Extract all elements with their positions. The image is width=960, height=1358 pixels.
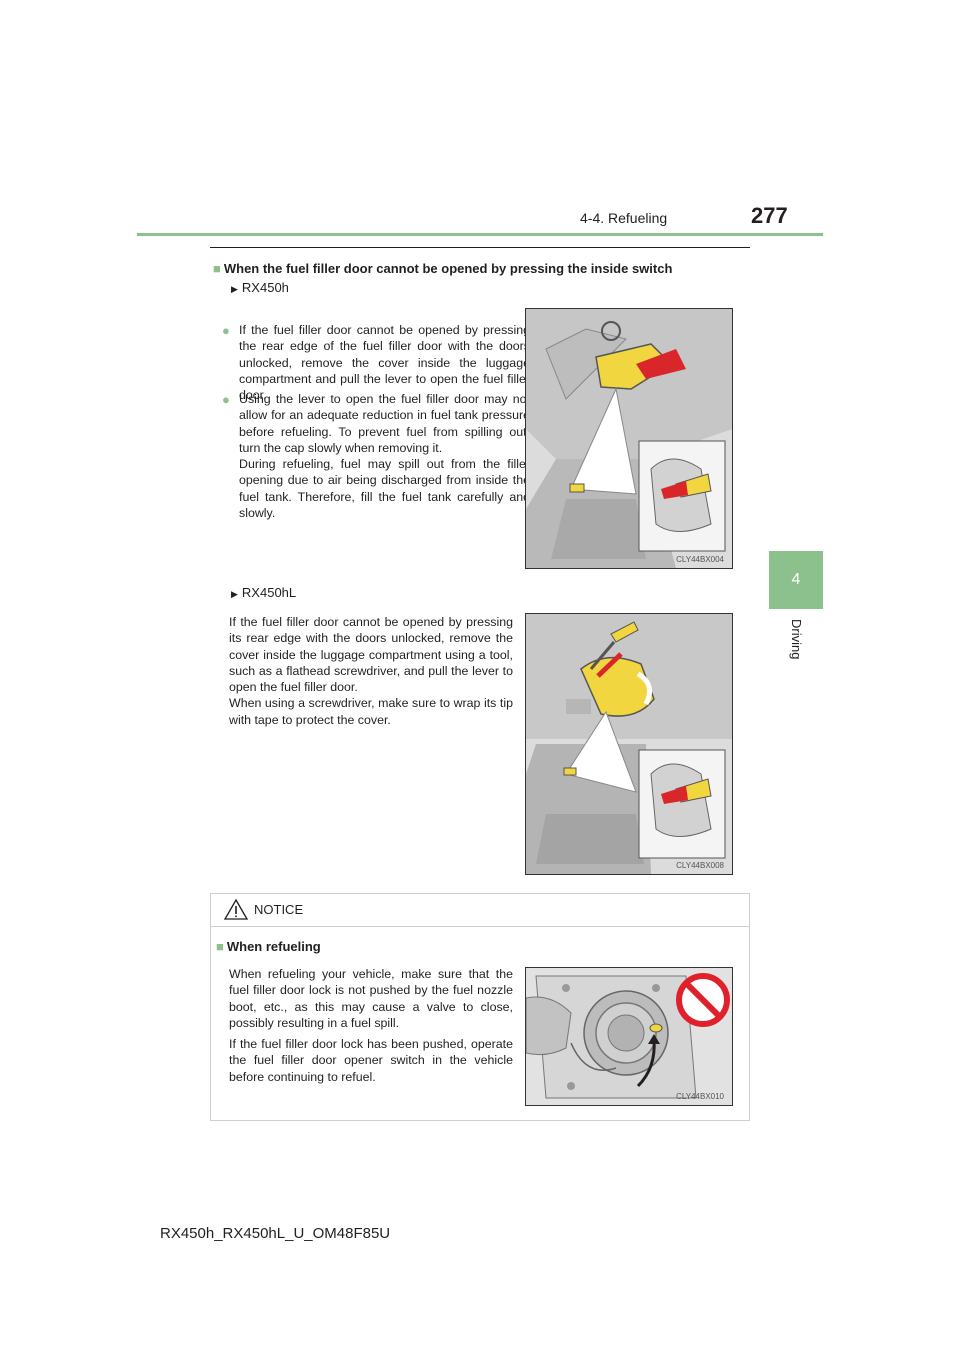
model-label-text: RX450h — [241, 280, 289, 295]
bullet-text: Using the lever to open the fuel filler … — [239, 392, 530, 455]
square-bullet-icon: ■ — [213, 261, 221, 276]
paragraph-text: When using a screwdriver, make sure to w… — [229, 696, 513, 727]
section-rule — [210, 247, 750, 248]
fuel-filler-door-illustration — [526, 968, 732, 1105]
subheading-text: When the fuel filler door cannot be open… — [223, 261, 673, 276]
figure-code: CLY44BX004 — [676, 555, 724, 564]
figure-code: CLY44BX010 — [676, 1092, 724, 1101]
triangle-marker-icon: ▶ — [231, 589, 238, 599]
circle-bullet-icon: ● — [222, 392, 230, 407]
paragraph-text: If the fuel filler door cannot be opened… — [229, 615, 513, 695]
square-bullet-icon: ■ — [216, 939, 224, 954]
model-label-rx450h: ▶RX450h — [231, 280, 289, 295]
bullet-text: If the fuel filler door cannot be opened… — [239, 323, 530, 403]
page-number: 277 — [751, 203, 788, 228]
notice-subheading: ■When refueling — [216, 939, 321, 954]
section-title: 4-4. Refueling — [580, 210, 668, 226]
model-label-rx450hl: ▶RX450hL — [231, 585, 296, 600]
section-subheading: ■When the fuel filler door cannot be ope… — [213, 261, 672, 276]
notice-paragraph: If the fuel filler door lock has been pu… — [229, 1037, 513, 1084]
model-label-text: RX450hL — [241, 585, 297, 600]
luggage-cover-screwdriver-illustration — [526, 614, 732, 874]
rx450hl-instructions: If the fuel filler door cannot be opened… — [229, 614, 513, 728]
chapter-label: Driving — [788, 619, 804, 679]
luggage-compartment-illustration — [526, 309, 732, 568]
notice-title: NOTICE — [254, 902, 304, 917]
document-footer: RX450h_RX450hL_U_OM48F85U — [160, 1225, 391, 1242]
notice-box — [210, 893, 750, 1121]
figure-luggage-lever-rx450hl: CLY44BX008 — [525, 613, 733, 875]
figure-luggage-lever-rx450h: CLY44BX004 — [525, 308, 733, 569]
bullet-item: ● Using the lever to open the fuel fille… — [222, 391, 530, 521]
bullet-item: ● If the fuel filler door cannot be open… — [222, 322, 530, 403]
warning-triangle-icon — [224, 898, 248, 920]
bullet-text-continued: During refueling, fuel may spill out fro… — [239, 457, 530, 521]
chapter-number: 4 — [791, 571, 801, 588]
notice-subheading-text: When refueling — [226, 939, 321, 954]
figure-code: CLY44BX008 — [676, 861, 724, 870]
figure-fuel-door-lock: CLY44BX010 — [525, 967, 733, 1106]
header-divider — [137, 233, 823, 236]
chapter-label-text: Driving — [789, 619, 804, 660]
circle-bullet-icon: ● — [222, 323, 230, 338]
notice-header — [210, 893, 750, 927]
notice-paragraph: When refueling your vehicle, make sure t… — [229, 967, 513, 1030]
chapter-tab — [769, 551, 823, 609]
triangle-marker-icon: ▶ — [231, 284, 238, 294]
